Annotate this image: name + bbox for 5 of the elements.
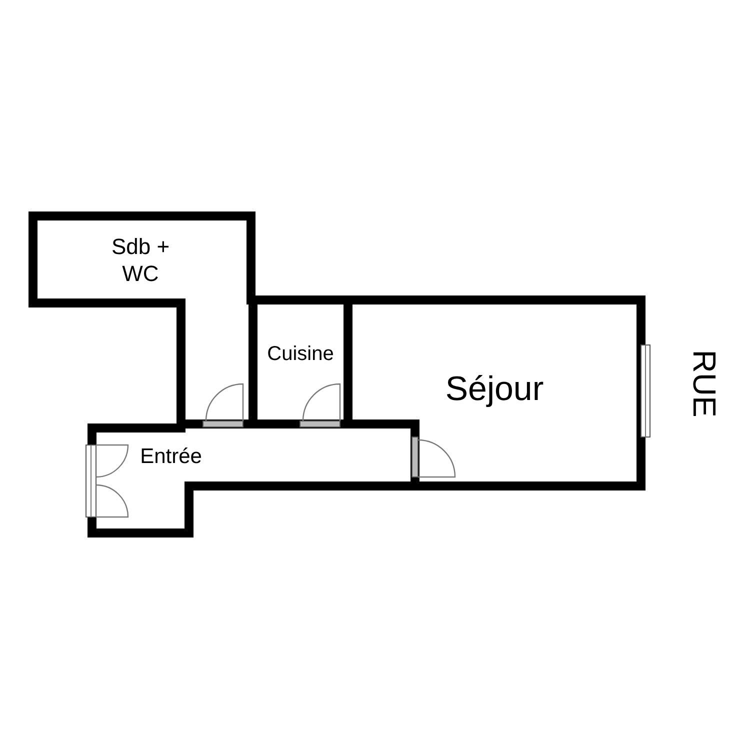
room-label: Séjour — [445, 368, 544, 410]
room-label: Cuisine — [267, 342, 334, 366]
room-label: Sdb + WC — [110, 232, 170, 288]
street-label: RUE — [685, 350, 722, 418]
room-label: Entrée — [140, 444, 202, 470]
